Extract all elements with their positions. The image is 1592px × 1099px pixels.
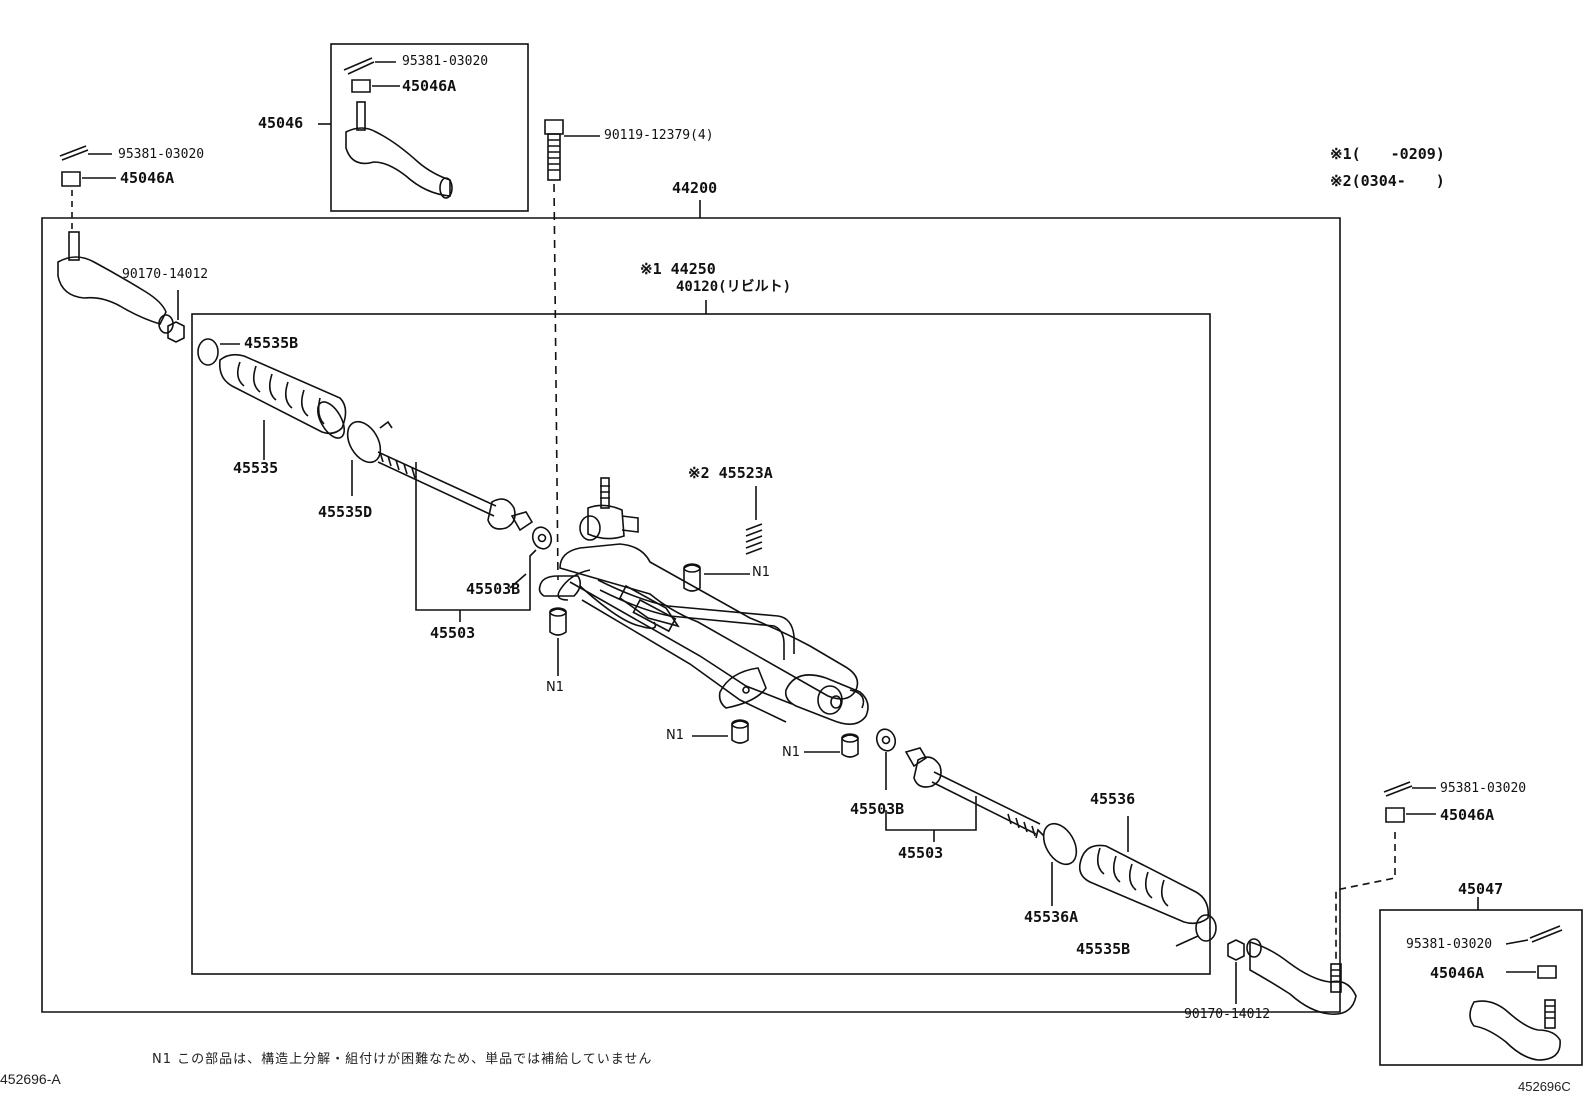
footer-note: N1 この部品は、構造上分解・組付けが困難なため、単品では補給していません [152, 1052, 653, 1067]
label-right-locknut: 90170-14012 [1184, 1007, 1271, 1022]
label-right-boot: 45536 [1090, 790, 1136, 808]
label-left-locknut: 90170-14012 [122, 267, 209, 282]
label-left-clamp: 45535B [244, 334, 299, 352]
boot-left-icon [218, 353, 347, 439]
label-right-box-assy: 45047 [1458, 880, 1504, 898]
bushing-upper-icon [683, 563, 701, 592]
label-footnote-1: ※1( -0209) [1330, 145, 1445, 163]
rack-assembly-frame [41, 217, 1341, 1013]
label-n1-upper: N1 [752, 565, 770, 580]
label-right-pin: 95381-03020 [1440, 781, 1527, 796]
tie-rod-end-top-icon [343, 57, 453, 199]
tie-rod-end-box-right-icon [1469, 925, 1563, 1061]
spring-icon [745, 523, 763, 555]
locknut-left-icon [167, 321, 185, 343]
label-top-box-pin: 95381-03020 [402, 54, 489, 69]
label-right-boot-clip: 45536A [1024, 908, 1079, 926]
bolt-icon [544, 119, 564, 181]
label-left-nut: 45046A [120, 169, 175, 187]
label-right-box-nut: 45046A [1430, 964, 1485, 982]
label-n1-mid: N1 [666, 728, 684, 743]
label-left-washer: 45503B [466, 580, 521, 598]
steering-rack-housing-icon [538, 477, 869, 725]
label-rebuilt-gear: ※1 44250 [640, 260, 716, 278]
label-rebuilt-gear-alt: 40120(リビルト) [676, 279, 792, 295]
label-top-box-assy: 45046 [258, 114, 304, 132]
label-left-boot-clip: 45535D [318, 503, 373, 521]
boot-clip-right-icon [1035, 822, 1078, 866]
washer-left-icon [531, 526, 553, 550]
label-right-washer: 45503B [850, 800, 905, 818]
castle-nut-right-icon [1385, 807, 1405, 823]
label-n1-right: N1 [782, 745, 800, 760]
inner-tie-rod-left-icon [377, 451, 534, 532]
label-right-box-pin: 95381-03020 [1406, 937, 1493, 952]
locknut-right-icon [1227, 939, 1245, 961]
label-left-inner-end: 45503 [430, 624, 476, 642]
label-bolt: 90119-12379(4) [604, 128, 714, 143]
label-spring: ※2 45523A [688, 464, 773, 482]
tie-rod-end-right-box [1379, 909, 1583, 1066]
tie-rod-end-right-icon [1246, 938, 1357, 1015]
label-footnote-2: ※2(0304- ) [1330, 172, 1445, 190]
footer-right-code: 452696C [1518, 1079, 1571, 1094]
tie-rod-end-left-icon [57, 145, 174, 334]
label-right-inner-end: 45503 [898, 844, 944, 862]
bushing-mid-icon [731, 719, 749, 744]
label-left-boot: 45535 [233, 459, 279, 477]
label-left-pin: 95381-03020 [118, 147, 205, 162]
gear-assembly-frame [191, 313, 1211, 975]
label-right-clamp: 45535B [1076, 940, 1131, 958]
clamp-left-icon [197, 338, 219, 366]
label-right-nut: 45046A [1440, 806, 1495, 824]
boot-right-icon [1078, 844, 1210, 925]
label-top-box-nut: 45046A [402, 77, 457, 95]
tie-rod-end-left-box [330, 43, 529, 212]
cotter-pin-right-icon [1383, 781, 1413, 797]
boot-clip-left-icon [346, 420, 393, 464]
footer-left-code: 452696-A [0, 1071, 61, 1087]
clamp-right-icon [1195, 914, 1217, 942]
inner-tie-rod-right-icon [904, 747, 1041, 837]
bushing-left-icon [549, 607, 567, 636]
washer-right-icon [875, 728, 897, 752]
label-rack-assy: 44200 [672, 179, 718, 197]
label-n1-left: N1 [546, 680, 564, 695]
bushing-right-icon [841, 733, 859, 758]
